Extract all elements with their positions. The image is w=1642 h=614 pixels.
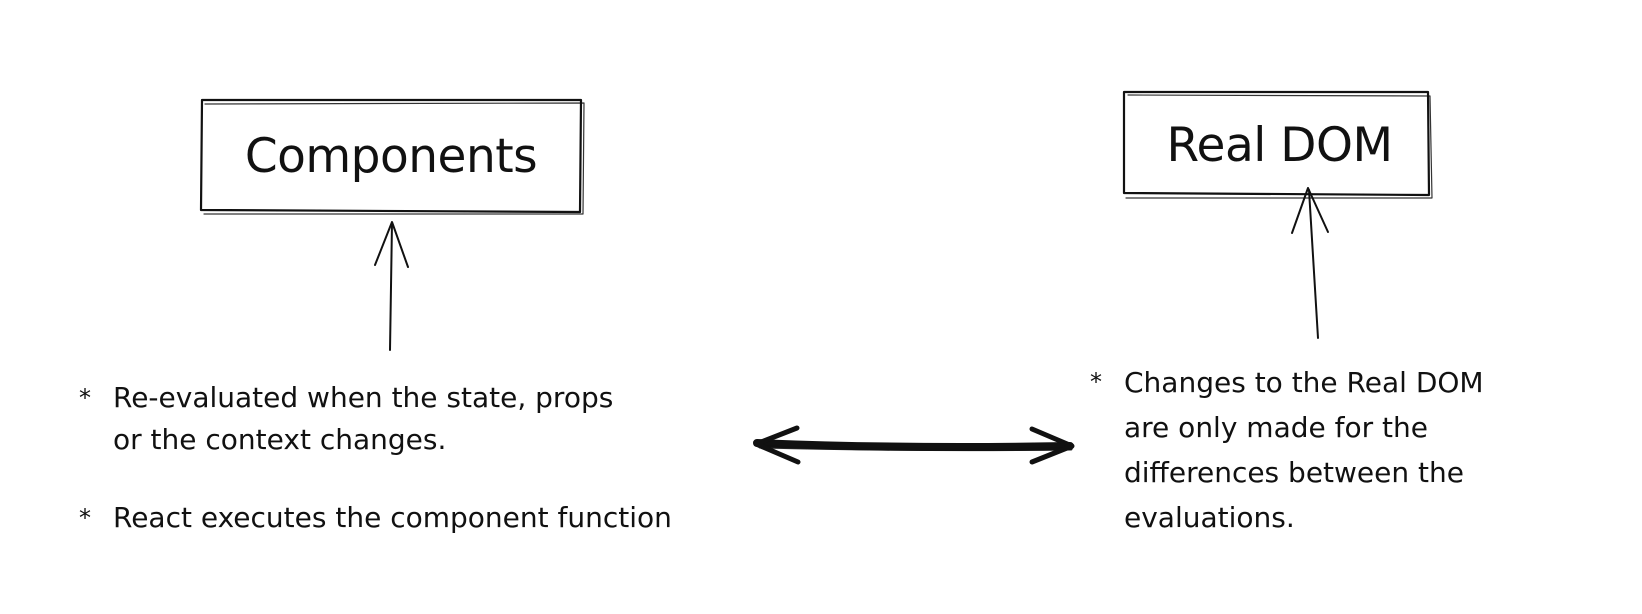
arrow-up-to-components <box>374 221 409 351</box>
components-reevaluation-note: * Re-evaluated when the state, props or … <box>79 377 613 461</box>
components-title: Components <box>244 128 538 184</box>
component-function-text: React executes the component function <box>113 501 672 534</box>
reevaluation-text: Re-evaluated when the state, props or th… <box>113 381 614 456</box>
arrow-up-to-real-dom <box>1291 187 1329 339</box>
bullet-marker: * <box>79 504 91 532</box>
real-dom-changes-text: Changes to the Real DOM are only made fo… <box>1124 366 1484 534</box>
real-dom-changes-note: * Changes to the Real DOM are only made … <box>1090 360 1484 540</box>
bullet-marker: * <box>79 384 91 412</box>
component-function-note: * React executes the component function <box>79 497 672 539</box>
real-dom-title: Real DOM <box>1166 118 1394 173</box>
bullet-marker: * <box>1090 368 1102 396</box>
double-arrow-between-notes <box>753 425 1075 465</box>
